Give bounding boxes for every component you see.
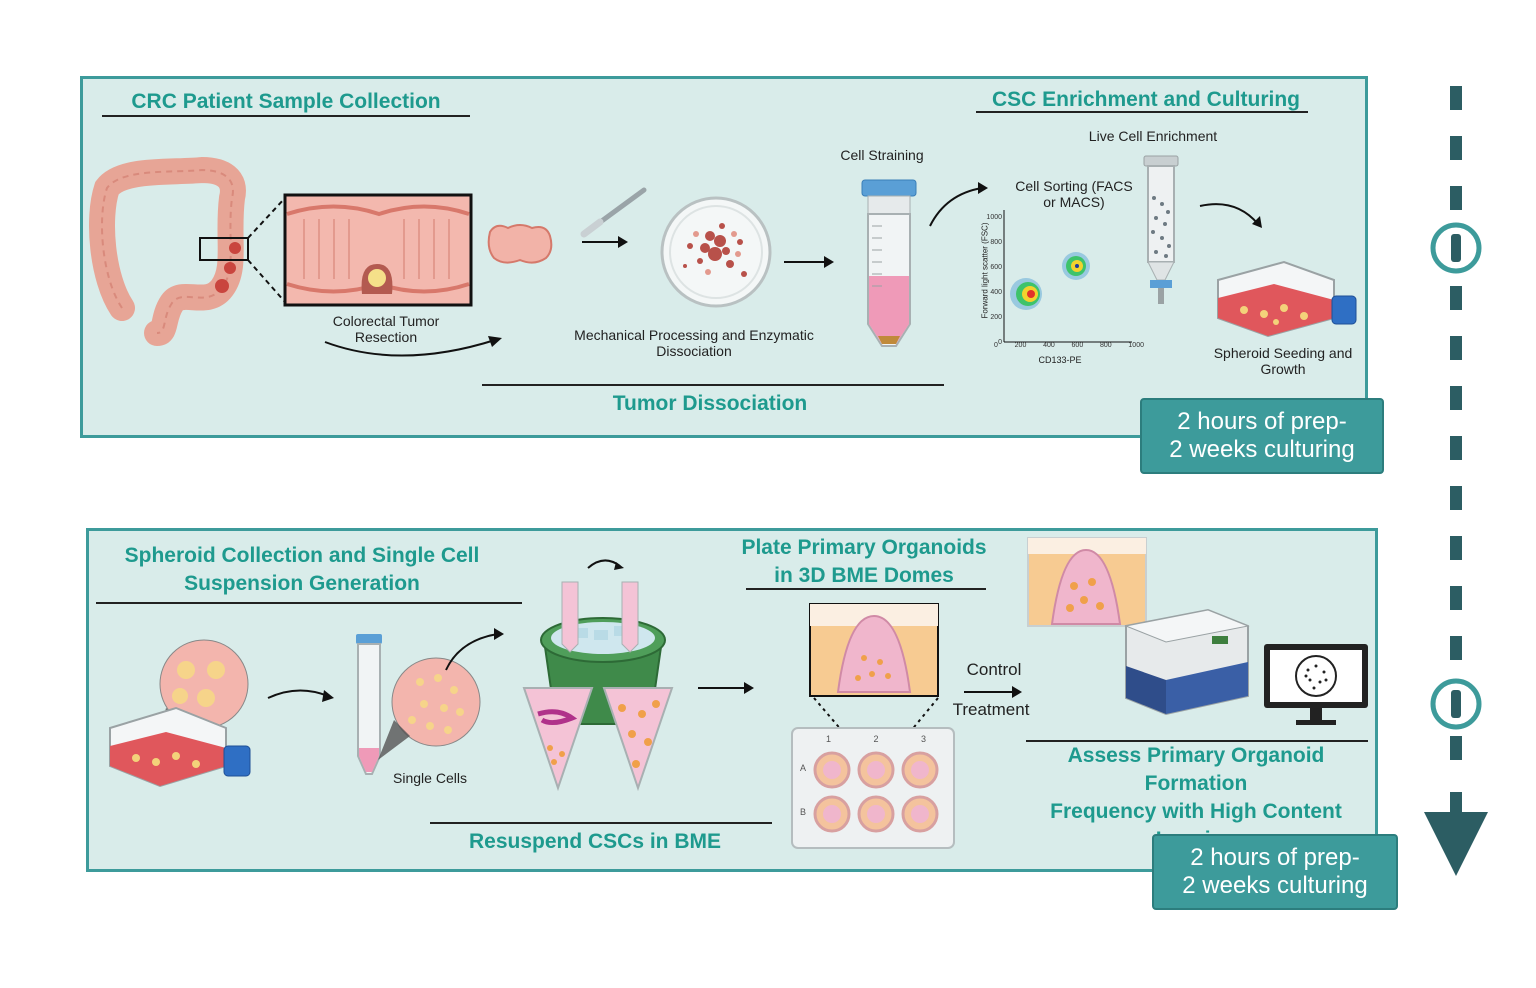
badge-line2: 2 weeks culturing <box>1182 872 1368 899</box>
ice-bucket <box>522 559 674 792</box>
bme-dome-zoom <box>809 603 939 697</box>
rule-plate <box>746 588 986 590</box>
culture-flask <box>1217 260 1357 338</box>
flow-xlabel: CD133-PE <box>1038 355 1082 365</box>
label-straining: Cell Straining <box>840 147 924 163</box>
arrow-to-single-cells <box>267 689 334 702</box>
xtick: 1000 <box>1128 342 1144 349</box>
label-live-enrichment: Live Cell Enrichment <box>1088 128 1218 144</box>
ytick: 0 <box>998 339 1002 346</box>
rule-csc <box>976 111 1308 113</box>
monitor-icon <box>1264 644 1368 725</box>
xtick: 600 <box>1071 342 1084 349</box>
ytick: 1000 <box>986 214 1002 221</box>
label-seeding: Spheroid Seeding and Growth <box>1213 345 1353 377</box>
well-plate <box>791 727 955 849</box>
title-line: Spheroid Collection and Single Cell <box>124 544 480 567</box>
colon-illustration <box>89 156 249 346</box>
xtick: 400 <box>1043 342 1055 349</box>
flow-xticks: 0 200 400 600 800 1000 <box>994 342 1144 349</box>
title-line: Plate Primary Organoids <box>741 536 987 559</box>
organoid-well-zoom <box>1027 537 1147 627</box>
duration-badge-1: 2 hours of prep- 2 weeks culturing <box>1140 398 1384 474</box>
arrow-to-dish <box>582 236 628 248</box>
arrow-to-dome <box>698 682 754 694</box>
enrichment-column <box>1143 155 1179 304</box>
timeline-arrow <box>1424 86 1488 876</box>
zoom-lines <box>247 197 286 303</box>
title-resuspend: Resuspend CSCs in BME <box>468 830 722 853</box>
badge-line1: 2 hours of prep- <box>1177 408 1347 435</box>
plate-col: 3 <box>920 734 926 744</box>
petri-dish <box>660 196 772 308</box>
xtick: 200 <box>1014 342 1027 349</box>
arrow-to-sorting <box>929 182 988 227</box>
badge-line2: 2 weeks culturing <box>1169 436 1355 463</box>
ytick: 600 <box>990 264 1002 271</box>
rule-dissociation <box>482 384 944 386</box>
label-mechanical: Mechanical Processing and Enzymatic Diss… <box>574 327 814 359</box>
flow-ylabel: Forward light scatter (FSC) <box>980 222 990 319</box>
label-sorting: Cell Sorting (FACS or MACS) <box>1015 178 1133 210</box>
title-spheroid-collection: Spheroid Collection and Single Cell Susp… <box>110 542 494 598</box>
duration-badge-2: 2 hours of prep- 2 weeks culturing <box>1152 834 1398 910</box>
title-csc-enrichment: CSC Enrichment and Culturing <box>991 88 1300 111</box>
label-control: Control <box>966 660 1022 679</box>
plate-col-labels: 1 2 3 <box>826 734 926 744</box>
ytick: 200 <box>990 314 1002 321</box>
tumor-resection-zoom <box>283 193 473 307</box>
plate-col: 2 <box>873 734 879 744</box>
flow-yticks: 1000 800 600 400 200 0 <box>978 205 1002 355</box>
tissue-fragment <box>487 224 553 264</box>
title-line: Frequency with High Content <box>1050 800 1342 823</box>
plate-col: 1 <box>826 734 832 744</box>
rule-spheroid <box>96 602 522 604</box>
plate-row-label: B <box>800 807 807 817</box>
title-line: in 3D BME Domes <box>774 564 954 587</box>
arrow-control-treatment <box>964 686 1022 698</box>
xtick: 800 <box>1099 342 1112 349</box>
arrow-to-ice <box>445 628 504 671</box>
title-crc-sample-collection: CRC Patient Sample Collection <box>131 90 441 113</box>
title-tumor-dissociation: Tumor Dissociation <box>612 392 808 415</box>
title-plate-organoids: Plate Primary Organoids in 3D BME Domes <box>736 534 992 590</box>
rule-crc <box>102 115 470 117</box>
label-single-cells: Single Cells <box>393 770 467 786</box>
rule-resuspend <box>430 822 772 824</box>
title-line: Suspension Generation <box>184 572 420 595</box>
arrow-to-tube <box>784 256 834 268</box>
label-resection: Colorectal Tumor Resection <box>332 313 440 345</box>
culture-flask-2 <box>109 706 251 788</box>
high-content-imager <box>1124 608 1250 716</box>
single-cell-tube <box>356 634 481 775</box>
flow-cytometry-plot <box>1003 210 1132 343</box>
plate-row-label: A <box>800 763 807 773</box>
arrow-to-flask <box>1199 203 1262 228</box>
label-treatment: Treatment <box>952 700 1030 719</box>
rule-assess <box>1026 740 1368 742</box>
badge-line1: 2 hours of prep- <box>1190 844 1360 871</box>
strainer-tube <box>861 179 917 347</box>
xtick: 0 <box>994 342 998 349</box>
scalpel-icon <box>580 187 647 238</box>
ytick: 800 <box>990 239 1002 246</box>
ytick: 400 <box>990 289 1002 296</box>
arrow-resection <box>324 336 502 357</box>
title-line: Assess Primary Organoid Formation <box>1067 744 1325 795</box>
